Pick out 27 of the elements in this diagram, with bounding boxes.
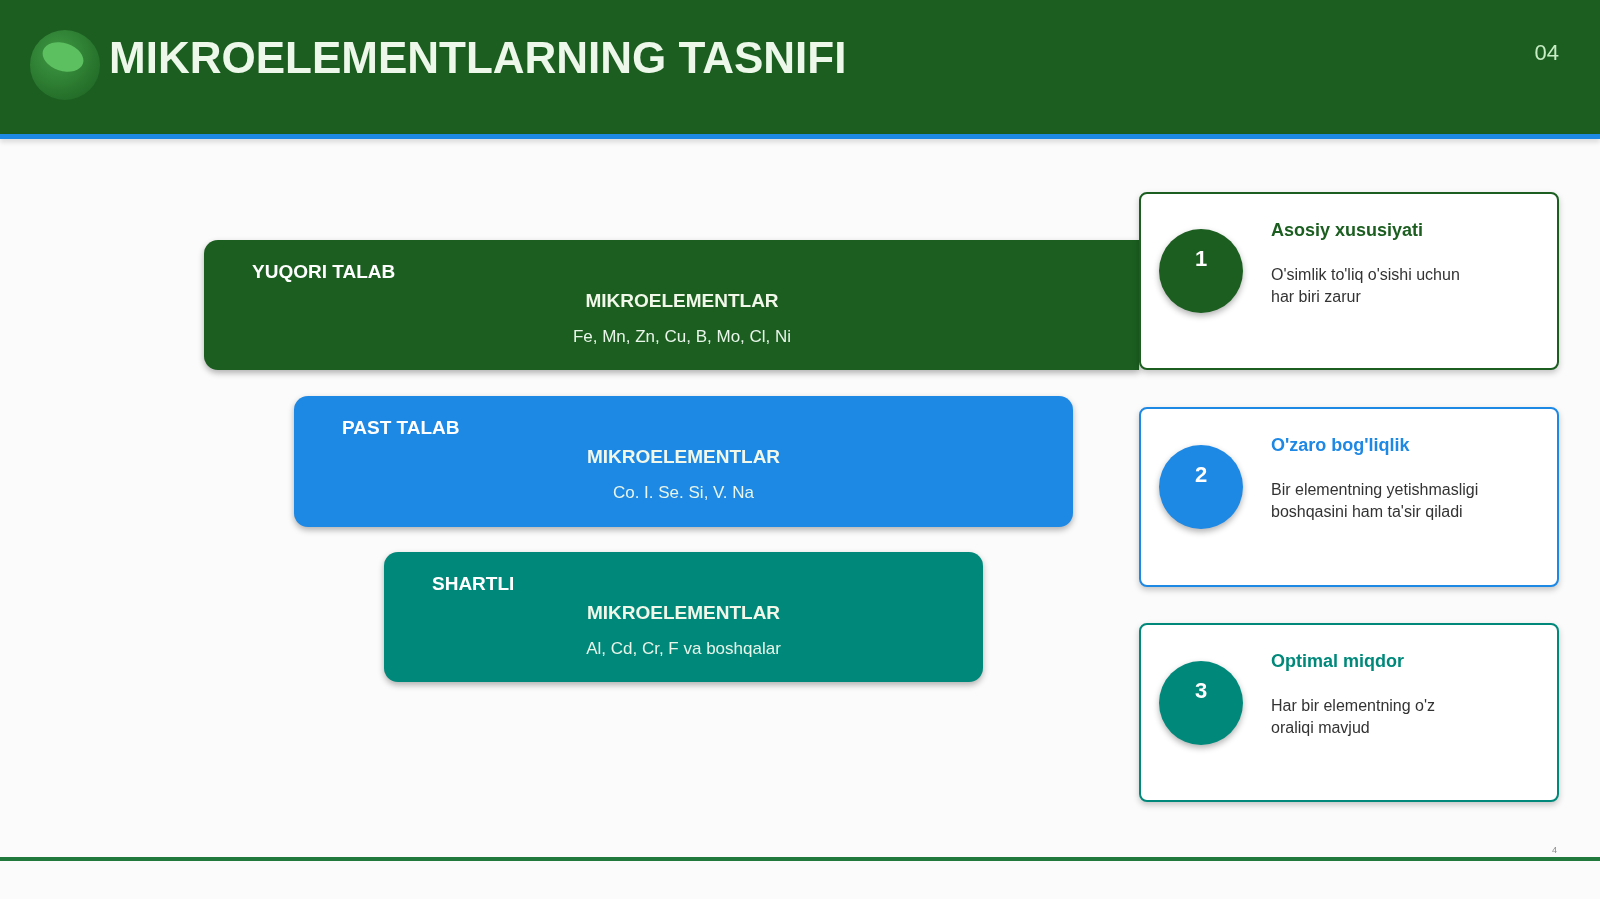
band-title: MIKROELEMENTLAR (586, 446, 781, 468)
card-heading: O'zaro bog'liqlik (1271, 434, 1411, 456)
category-band (294, 396, 1073, 527)
step-number: 3 (1194, 678, 1208, 704)
slide-number: 04 (1534, 40, 1559, 66)
band-title: MIKROELEMENTLAR (585, 290, 779, 312)
element-list: Co. I. Se. Si, V. Na (612, 482, 755, 504)
card-heading: Asosiy xususiyati (1271, 219, 1425, 241)
element-list: Fe, Mn, Zn, Cu, B, Mo, Cl, Ni (572, 326, 792, 348)
element-list: Al, Cd, Cr, F va boshqalar (586, 638, 781, 660)
card-description: Har bir elementning o'z oraliqi mavjud (1271, 696, 1437, 738)
band-heading: YUQORI TALAB (252, 261, 396, 283)
card-description: O'simlik to'liq o'sishi uchun har biri zarur (1271, 265, 1461, 307)
step-number: 2 (1194, 462, 1208, 488)
card-heading: Optimal miqdor (1271, 650, 1405, 672)
band-heading: PAST TALAB (342, 417, 460, 439)
category-band (204, 240, 1139, 370)
page-number: 4 (1552, 845, 1557, 855)
category-band (384, 552, 983, 682)
page-title: MIKROELEMENTLARNING TASNIFI (109, 34, 847, 82)
info-card (1139, 407, 1559, 587)
info-card (1139, 192, 1559, 370)
band-title: MIKROELEMENTLAR (586, 602, 781, 624)
step-number: 1 (1194, 246, 1208, 272)
card-description: Bir elementning yetishmasligi boshqasini ham ta'sir qiladi (1271, 480, 1480, 522)
info-card (1139, 623, 1559, 802)
band-heading: SHARTLI (432, 573, 515, 595)
